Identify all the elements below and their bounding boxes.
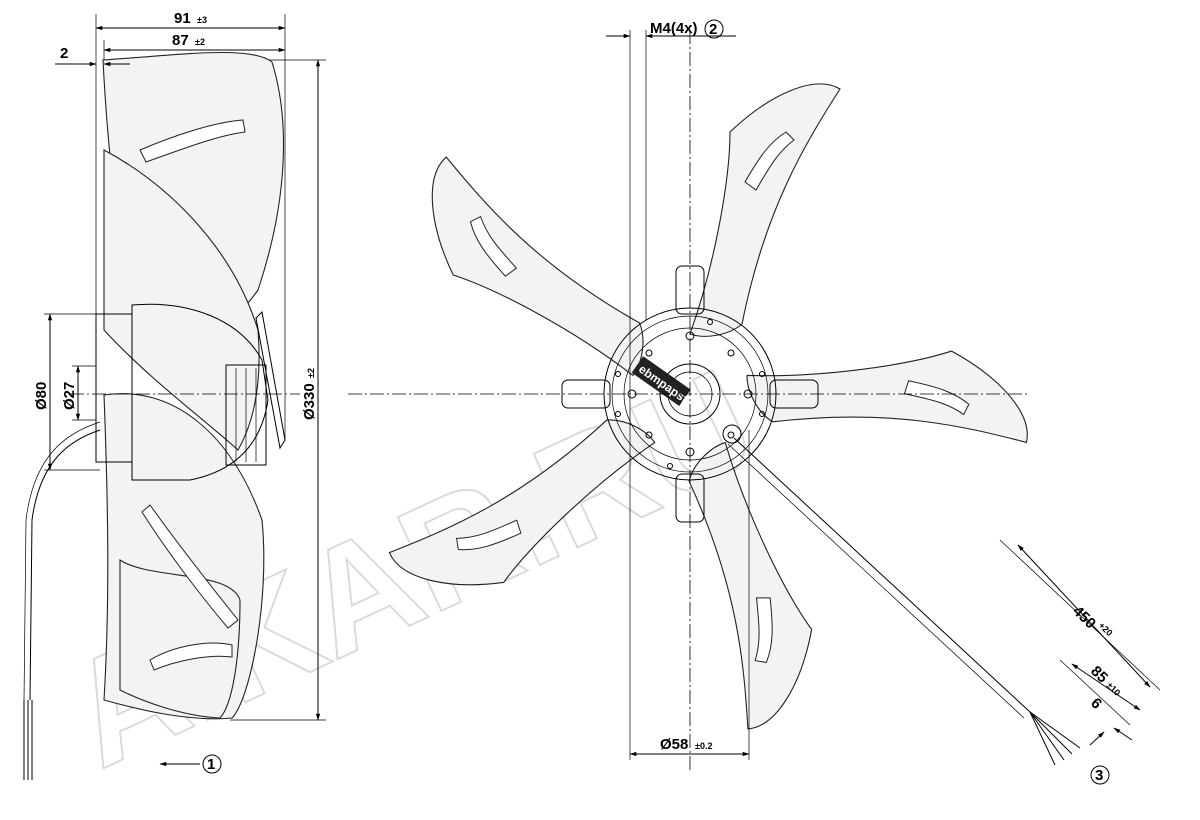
side-hub — [131, 303, 269, 481]
dim-87-tol: ±2 — [195, 37, 205, 47]
dim-d80: Ø80 — [33, 382, 50, 410]
dim-d330: Ø330 — [301, 383, 318, 420]
callout-1-circle — [202, 754, 222, 774]
dim-85-tol: ±10 — [1105, 680, 1123, 698]
side-slot — [139, 119, 246, 163]
mount-lug — [561, 379, 611, 409]
dim-d58: Ø58 — [660, 736, 688, 753]
side-stator — [225, 364, 267, 466]
front-view: ebmpapst M4(4x) 2 Ø58 ±0.2 450 +20 — [348, 19, 1161, 785]
dim-91: 91 — [174, 10, 191, 27]
fan-blade — [394, 154, 683, 377]
dim-450-tol: +20 — [1097, 620, 1115, 638]
dim-6: 6 — [1087, 695, 1105, 713]
side-slot — [149, 642, 233, 671]
side-rear-spokes — [255, 310, 286, 450]
mount-lug — [675, 265, 705, 315]
brand-label-plate — [631, 356, 691, 406]
callout-2-circle — [704, 19, 724, 39]
fan-blade — [744, 297, 1032, 520]
front-cable — [733, 437, 1031, 713]
cable-gland — [722, 424, 742, 444]
dim-m4: M4(4x) — [650, 20, 698, 37]
side-blade-bottom — [119, 558, 241, 719]
callout-2: 2 — [709, 21, 717, 38]
dim-2: 2 — [60, 45, 68, 62]
callout-3: 3 — [1095, 767, 1103, 784]
dim-91-tol: ±3 — [197, 15, 207, 25]
side-slot — [141, 504, 239, 629]
dim-d330-tol: ±2 — [306, 368, 316, 378]
side-cable — [29, 429, 101, 701]
dim-85: 85 — [1087, 663, 1111, 687]
fan-blade — [689, 83, 841, 337]
callout-3-circle — [1090, 765, 1110, 785]
callout-1: 1 — [207, 756, 215, 773]
dim-d27: Ø27 — [61, 382, 78, 410]
side-view: 91 ±3 87 ±2 2 Ø80 Ø27 Ø330 ±2 1 — [23, 10, 326, 780]
dim-d58-tol: ±0.2 — [695, 741, 712, 751]
dim-87: 87 — [172, 32, 189, 49]
side-blade-mid — [103, 149, 260, 451]
